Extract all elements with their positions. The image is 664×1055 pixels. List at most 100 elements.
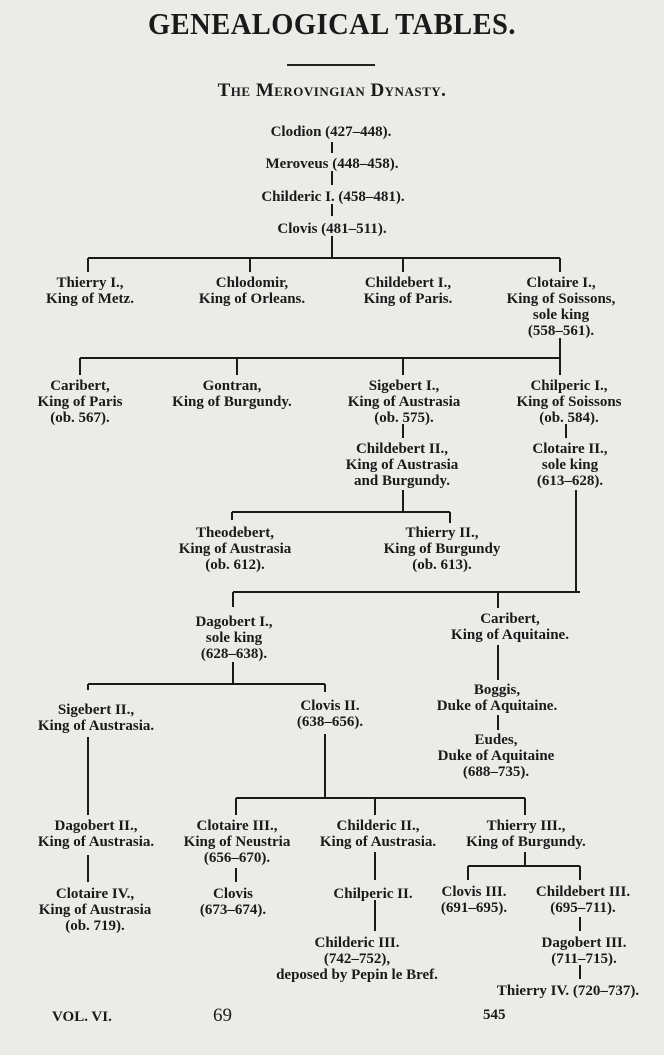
node-thierry-iv: Thierry IV. (720–737). [497, 983, 639, 999]
node-line: Clotaire III., [196, 818, 278, 834]
node-line: deposed by Pepin le Bref. [276, 967, 438, 983]
node-line: Theodebert, [196, 525, 274, 541]
node-line: King of Austrasia [38, 902, 152, 918]
node-boggis: Boggis,Duke of Aquitaine. [437, 682, 557, 714]
node-thierry-i: Thierry I.,King of Metz. [46, 275, 134, 307]
node-line: King of Austrasia [345, 457, 459, 473]
node-line: Childebert II., [355, 441, 449, 457]
node-clotaire-iv: Clotaire IV.,King of Austrasia(ob. 719). [39, 886, 152, 934]
node-line: Childeric I. (458–481). [261, 189, 405, 205]
node-line: and Burgundy. [354, 473, 450, 489]
node-dagobert-i: Dagobert I.,sole king(628–638). [195, 614, 272, 662]
node-line: (691–695). [440, 900, 508, 916]
title-rule [287, 64, 375, 66]
node-line: (613–628). [536, 473, 604, 489]
node-line: (ob. 613). [412, 557, 472, 573]
node-line: King of Burgundy [383, 541, 501, 557]
node-clotaire-i: Clotaire I.,King of Soissons,sole king(5… [507, 275, 616, 339]
node-line: Thierry I., [56, 275, 124, 291]
node-line: (711–715). [551, 951, 617, 967]
node-line: King of Burgundy. [172, 394, 292, 410]
node-line: Chilperic II. [333, 886, 413, 902]
node-theodebert: Theodebert,King of Austrasia(ob. 612). [179, 525, 292, 573]
node-line: (ob. 719). [65, 918, 125, 934]
node-clovis-i: Clovis (481–511). [277, 221, 386, 237]
node-line: King of Austrasia [347, 394, 461, 410]
node-line: (673–674). [199, 902, 267, 918]
node-line: Chilperic I., [530, 378, 608, 394]
node-clovis-iii: Clovis III.(691–695). [441, 884, 507, 916]
node-line: (695–711). [550, 900, 616, 916]
node-line: Gontran, [202, 378, 262, 394]
node-line: Eudes, [474, 732, 518, 748]
node-line: King of Soissons [516, 394, 622, 410]
section-subtitle: The Merovingian Dynasty. [217, 80, 447, 101]
node-line: King of Paris. [363, 291, 453, 307]
node-line: Boggis, [473, 682, 521, 698]
node-clotaire-iii: Clotaire III.,King of Neustria(656–670). [184, 818, 291, 866]
node-line: Clotaire IV., [55, 886, 135, 902]
node-line: Dagobert II., [54, 818, 138, 834]
node-line: Caribert, [480, 611, 540, 627]
node-line: Chlodomir, [215, 275, 289, 291]
node-caribert-paris: Caribert,King of Paris(ob. 567). [38, 378, 123, 426]
node-chilperic-i: Chilperic I.,King of Soissons(ob. 584). [516, 378, 621, 426]
node-line: King of Aquitaine. [451, 627, 569, 643]
node-line: (638–656). [296, 714, 364, 730]
node-line: Clovis [212, 886, 253, 902]
node-line: Childeric II., [336, 818, 420, 834]
node-dagobert-iii: Dagobert III.(711–715). [542, 935, 627, 967]
node-thierry-iii: Thierry III.,King of Burgundy. [466, 818, 586, 850]
node-childeric-ii: Childeric II.,King of Austrasia. [320, 818, 436, 850]
node-line: King of Metz. [46, 291, 134, 307]
node-gontran: Gontran,King of Burgundy. [172, 378, 292, 410]
node-line: King of Austrasia. [319, 834, 437, 850]
node-line: Thierry IV. (720–737). [496, 983, 640, 999]
node-chlodomir: Chlodomir,King of Orleans. [199, 275, 305, 307]
node-line: Clodion (427–448). [270, 124, 392, 140]
node-line: Childebert I., [364, 275, 452, 291]
node-line: (656–670). [203, 850, 271, 866]
node-clotaire-ii: Clotaire II.,sole king(613–628). [532, 441, 607, 489]
node-line: Childeric III. [314, 935, 400, 951]
footer-volume: VOL. VI. [52, 1009, 112, 1025]
node-line: (ob. 612). [205, 557, 265, 573]
node-line: King of Orleans. [198, 291, 306, 307]
node-line: Dagobert I., [195, 614, 273, 630]
node-line: Clovis II. [300, 698, 360, 714]
footer-number: 69 [213, 1005, 232, 1026]
node-line: Sigebert I., [368, 378, 440, 394]
node-childeric-iii: Childeric III.(742–752),deposed by Pepin… [276, 935, 438, 983]
node-line: (628–638). [200, 646, 268, 662]
node-caribert-aquitaine: Caribert,King of Aquitaine. [451, 611, 569, 643]
node-clodion: Clodion (427–448). [271, 124, 392, 140]
node-line: Clovis III. [441, 884, 507, 900]
node-line: Duke of Aquitaine. [436, 698, 558, 714]
node-clovis-ii: Clovis II.(638–656). [297, 698, 363, 730]
node-childebert-iii: Childebert III.(695–711). [536, 884, 630, 916]
node-childebert-i: Childebert I.,King of Paris. [364, 275, 453, 307]
node-line: King of Soissons, [506, 291, 616, 307]
node-line: Childebert III. [535, 884, 631, 900]
node-line: King of Burgundy. [466, 834, 586, 850]
node-dagobert-ii: Dagobert II.,King of Austrasia. [38, 818, 154, 850]
node-line: Clotaire II., [532, 441, 608, 457]
node-line: (ob. 584). [539, 410, 599, 426]
node-line: (ob. 575). [374, 410, 434, 426]
node-thierry-ii: Thierry II.,King of Burgundy(ob. 613). [384, 525, 501, 573]
node-meroveus: Meroveus (448–458). [265, 156, 398, 172]
node-line: Thierry III., [486, 818, 566, 834]
node-line: sole king [541, 457, 599, 473]
node-line: sole king [205, 630, 263, 646]
node-line: Sigebert II., [57, 702, 135, 718]
node-line: (558–561). [527, 323, 595, 339]
node-line: King of Paris [37, 394, 123, 410]
node-chilperic-ii: Chilperic II. [333, 886, 412, 902]
node-line: King of Neustria [183, 834, 291, 850]
node-childeric-i: Childeric I. (458–481). [261, 189, 404, 205]
node-line: Meroveus (448–458). [265, 156, 399, 172]
node-line: Caribert, [50, 378, 110, 394]
